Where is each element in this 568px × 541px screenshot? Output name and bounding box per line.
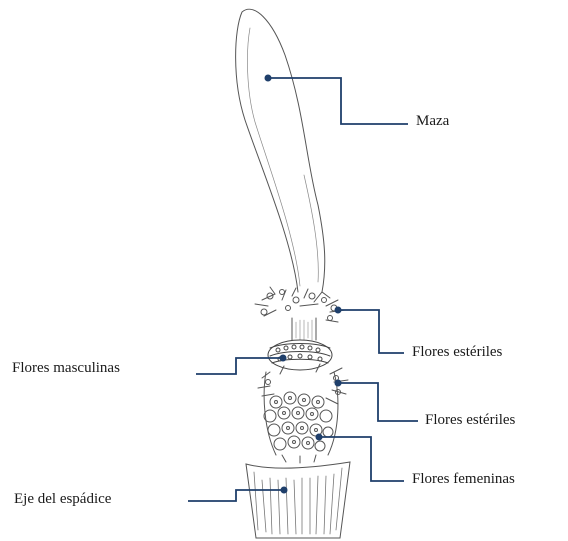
- dot-flores-femeninas: [316, 434, 323, 441]
- leader-dots: [265, 75, 342, 494]
- label-eje-espadice: Eje del espádice: [14, 492, 111, 507]
- leader-eje-espadice: [188, 490, 284, 501]
- dot-eje-espadice: [281, 487, 288, 494]
- flores-femeninas-cluster: [264, 392, 333, 451]
- leader-flores-esteriles-2: [338, 383, 418, 421]
- leader-flores-esteriles-1: [338, 310, 404, 353]
- flores-esteriles-superiores: [255, 287, 345, 322]
- maza-inner-line: [247, 28, 300, 286]
- eje-espadice: [246, 462, 350, 538]
- label-flores-masculinas: Flores masculinas: [12, 361, 120, 376]
- leader-maza: [268, 78, 408, 124]
- label-flores-esteriles-1: Flores estériles: [412, 345, 502, 360]
- label-maza: Maza: [416, 114, 449, 129]
- label-flores-femeninas: Flores femeninas: [412, 472, 515, 487]
- maza-outline: [236, 9, 325, 292]
- flores-masculinas-band: [268, 340, 332, 370]
- leader-lines: [188, 78, 418, 501]
- dot-maza: [265, 75, 272, 82]
- label-flores-esteriles-2: Flores estériles: [425, 413, 515, 428]
- dot-flores-masculinas: [280, 355, 287, 362]
- dot-flores-esteriles-2: [335, 380, 342, 387]
- dot-flores-esteriles-1: [335, 307, 342, 314]
- leader-flores-femeninas: [319, 437, 404, 481]
